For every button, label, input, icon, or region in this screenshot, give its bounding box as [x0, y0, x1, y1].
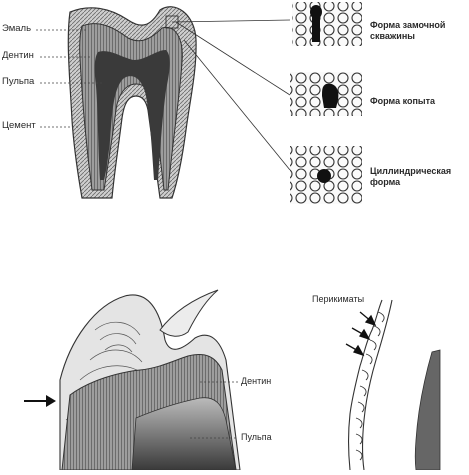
prism-leader-lines: [165, 15, 291, 171]
section-arrow: [24, 395, 56, 407]
label-keyhole-shape: Форма замочной скважины: [370, 20, 446, 41]
perikymata-illustration: [345, 299, 441, 471]
label-pulp: Пульпа: [2, 76, 35, 87]
perikymata-arrows: [345, 311, 377, 357]
tooth-leader-lines: [36, 29, 104, 128]
label-cylinder-shape: Циллиндрическая форма: [370, 166, 452, 187]
label-hoof-shape: Форма копыта: [370, 96, 436, 106]
perikymata-surface: [347, 299, 383, 471]
dentin-layer: [79, 23, 183, 191]
enamel-section-illustration: [24, 289, 241, 471]
prism-keyhole-illustration: [292, 2, 362, 46]
tooth-illustration: [67, 6, 197, 199]
section-cusp-tip: [159, 289, 219, 337]
perikymata-dark-region: [414, 349, 441, 471]
label-perikymata: Перикиматы: [312, 294, 365, 304]
prism-cylinder-illustration: [290, 146, 362, 204]
label-cement: Цемент: [2, 120, 36, 131]
prism-hoof-illustration: [290, 72, 362, 116]
label-section-pulp: Пульпа: [241, 432, 272, 442]
section-pulp: [131, 397, 237, 471]
label-dentin: Дентин: [2, 50, 34, 61]
pulp-chamber: [94, 50, 170, 180]
label-enamel: Эмаль: [2, 23, 32, 34]
perikymata-edge: [361, 299, 393, 471]
label-section-dentin: Дентин: [241, 376, 272, 386]
